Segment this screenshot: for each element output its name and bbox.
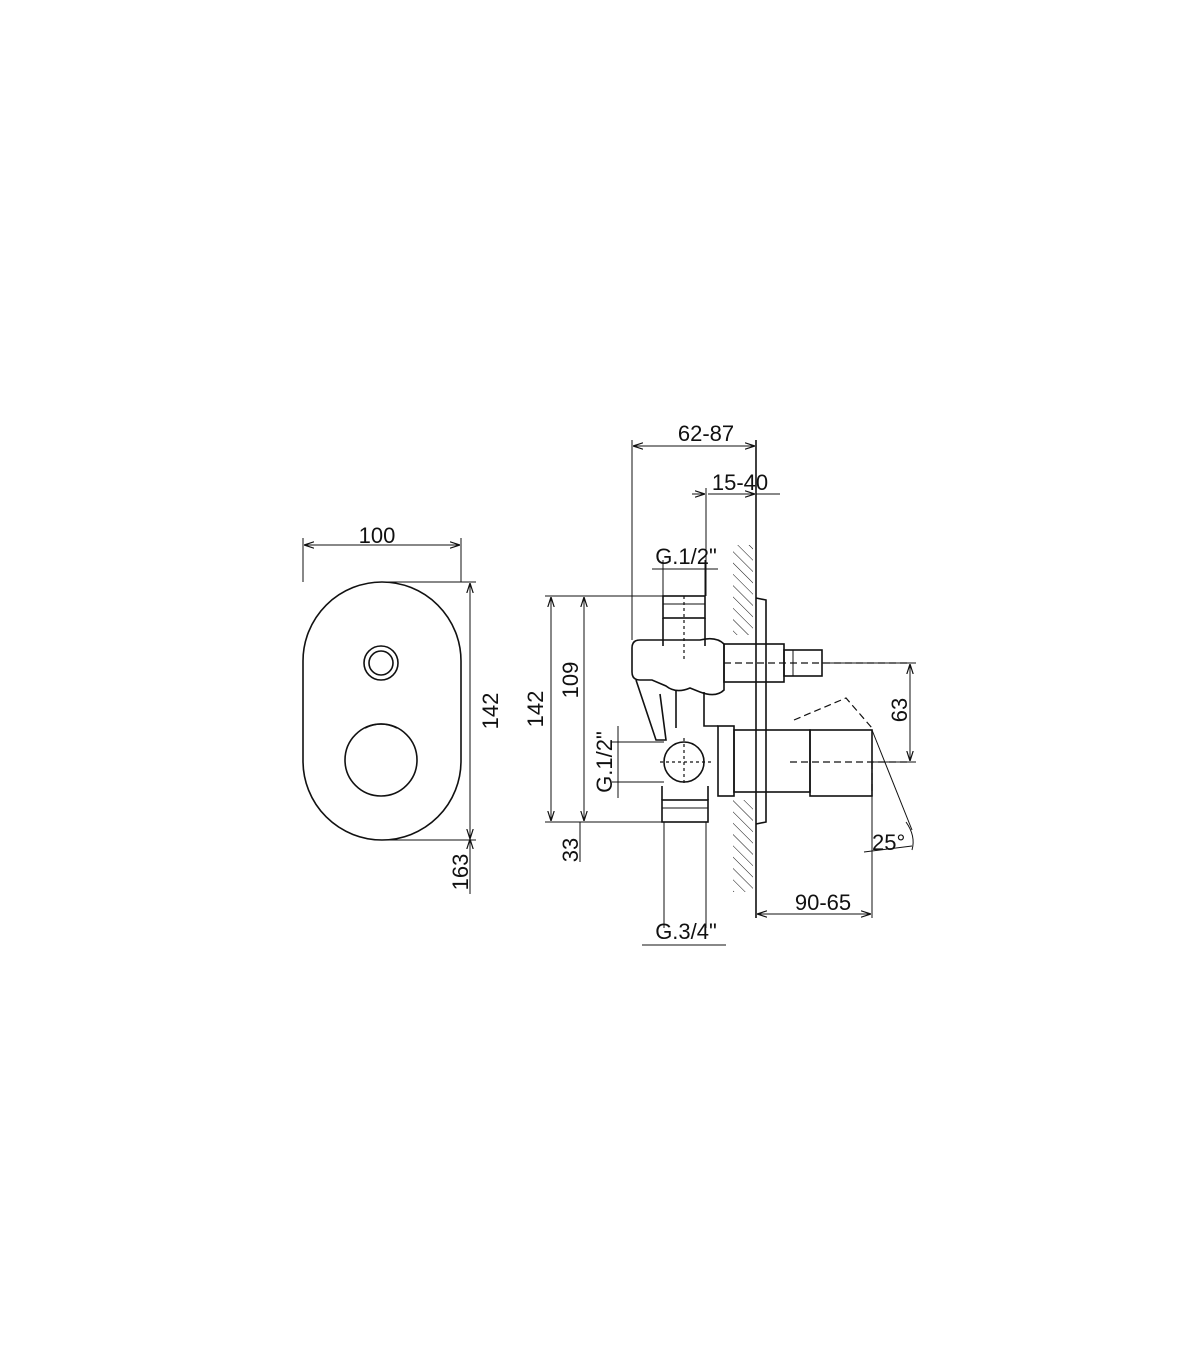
bottom-outlet-fitting [661, 786, 709, 928]
valve-body [631, 637, 725, 741]
cover-plate [302, 581, 462, 841]
dimension-plate-height: 142 [478, 693, 503, 730]
lower-spindle [717, 697, 910, 797]
wall-hatch-lower [733, 800, 753, 892]
handle-lever-arc [364, 723, 398, 729]
dimension-outlet-bottom: G.3/4" [655, 919, 717, 944]
dimension-plate-depth: 163 [448, 854, 473, 891]
angle-arc-25 [905, 821, 914, 851]
dimension-body-lower: 33 [558, 838, 583, 862]
front-view: 100 142 163 [302, 523, 503, 894]
side-view: 62-87 15-40 G.1/2" 142 109 33 G.1/2" G.3… [523, 421, 916, 946]
dimension-body-depth: 62-87 [678, 421, 734, 446]
control-handle [344, 723, 418, 797]
top-inlet-fitting [662, 595, 706, 660]
dimension-wall-range: 15-40 [712, 470, 768, 495]
dimension-handle-angle: 25° [872, 830, 905, 855]
wall-hatch-upper [733, 545, 753, 635]
dimension-inlet-top: G.1/2" [655, 544, 717, 569]
side-inlet-fitting [660, 738, 712, 786]
dimension-body-height: 142 [523, 691, 548, 728]
dimension-handle-projection: 90-65 [795, 890, 851, 915]
plate-profile [755, 597, 767, 825]
dimension-plate-width: 100 [359, 523, 396, 548]
diverter-button-outer [363, 645, 399, 681]
dimension-body-upper: 109 [558, 662, 583, 699]
dimension-spindle-spacing: 63 [887, 698, 912, 722]
diverter-button-inner [368, 650, 394, 676]
dimension-inlet-side: G.1/2" [592, 731, 617, 793]
